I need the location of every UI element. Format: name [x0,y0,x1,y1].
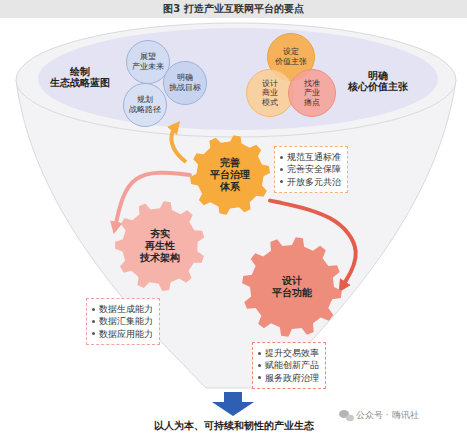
circle-label: 设定 价值主张 [275,47,307,66]
cycle-arrow [171,126,186,162]
list-item: 赋能创新产品 [265,359,319,371]
circle-outline [247,70,294,117]
bullet-dot [280,156,283,159]
list-item: 数据生成能力 [99,303,153,315]
circle-label: 明确 挑战目标 [169,73,201,92]
gear-label: 设计 平台功能 [272,275,312,299]
bullet-list-box: 提升交易效率赋能创新产品服务政府治理 [252,342,326,389]
title-band [0,0,467,18]
list-item: 规范互通标准 [287,151,341,163]
vision-ellipse [38,28,438,130]
bullet-dot [92,308,95,311]
venn-circle: 明确 挑战目标 [163,61,207,105]
venn-circle: 规划 战略路径 [123,83,167,127]
bullet-dot [258,376,261,379]
venn-group: 绘制 生态战略蓝图 展望 产业未来明确 挑战目标规划 战略路径 [46,30,216,132]
list-item: 开放多元共治 [287,176,341,188]
venn-group: 明确 核心价值主张 设定 价值主张设计 商业 模式 找准 产业 痛点 [232,28,428,128]
bullet-list-box: 数据生成能力数据汇集能力数据应用能力 [86,298,160,345]
gear-label: 完善 平台治理 体系 [210,157,250,193]
list-item: 完善安全保障 [287,163,341,175]
gear-box: 完善 平台治理 体系 [190,135,270,215]
circle-label: 规划 战略路径 [129,95,161,114]
wechat-icon [339,410,354,421]
bullet-dot [258,364,261,367]
gear-box: 夯实 再生性 技术架构 [115,201,205,291]
bullet-dot [280,180,283,183]
gear-label: 夯实 再生性 技术架构 [140,228,180,264]
bullet-list-box: 规范互通标准完善安全保障开放多元共治 [274,146,348,193]
circle-label: 找准 产业 痛点 [304,79,320,108]
list-item: 数据应用能力 [99,328,153,340]
list-item: 数据汇集能力 [99,315,153,327]
gear-outline [115,201,204,291]
list-item: 提升交易效率 [265,347,319,359]
bullet-dot [92,332,95,335]
funnel-rim [16,23,456,137]
group-heading: 绘制 生态战略蓝图 [50,66,110,89]
venn-circle: 找准 产业 痛点 [288,69,336,117]
circle-label: 展望 产业未来 [132,52,164,71]
gear-outline [242,237,342,337]
circle-outline [164,62,207,105]
gear-box: 设计 平台功能 [242,237,342,337]
bullet-dot [92,320,95,323]
circle-outline [289,70,336,117]
down-arrow [212,392,254,416]
group-heading: 明确 核心价值主张 [348,70,408,93]
venn-circle: 展望 产业未来 [126,40,170,84]
bullet-dot [258,352,261,355]
gear-outline [190,135,270,215]
list-item: 服务政府治理 [265,372,319,384]
circle-outline [124,84,167,127]
watermark: 公众号 · 嗨讯社 [356,410,419,421]
circle-label: 设计 商业 模式 [262,79,278,108]
figure-title: 图3 打造产业互联网平台的要点 [163,3,303,15]
circle-outline [127,41,170,84]
venn-circle: 设计 商业 模式 [246,69,294,117]
bullet-dot [280,168,283,171]
conclusion-text: 以人为本、可持续和韧性的产业生态 [154,420,314,432]
